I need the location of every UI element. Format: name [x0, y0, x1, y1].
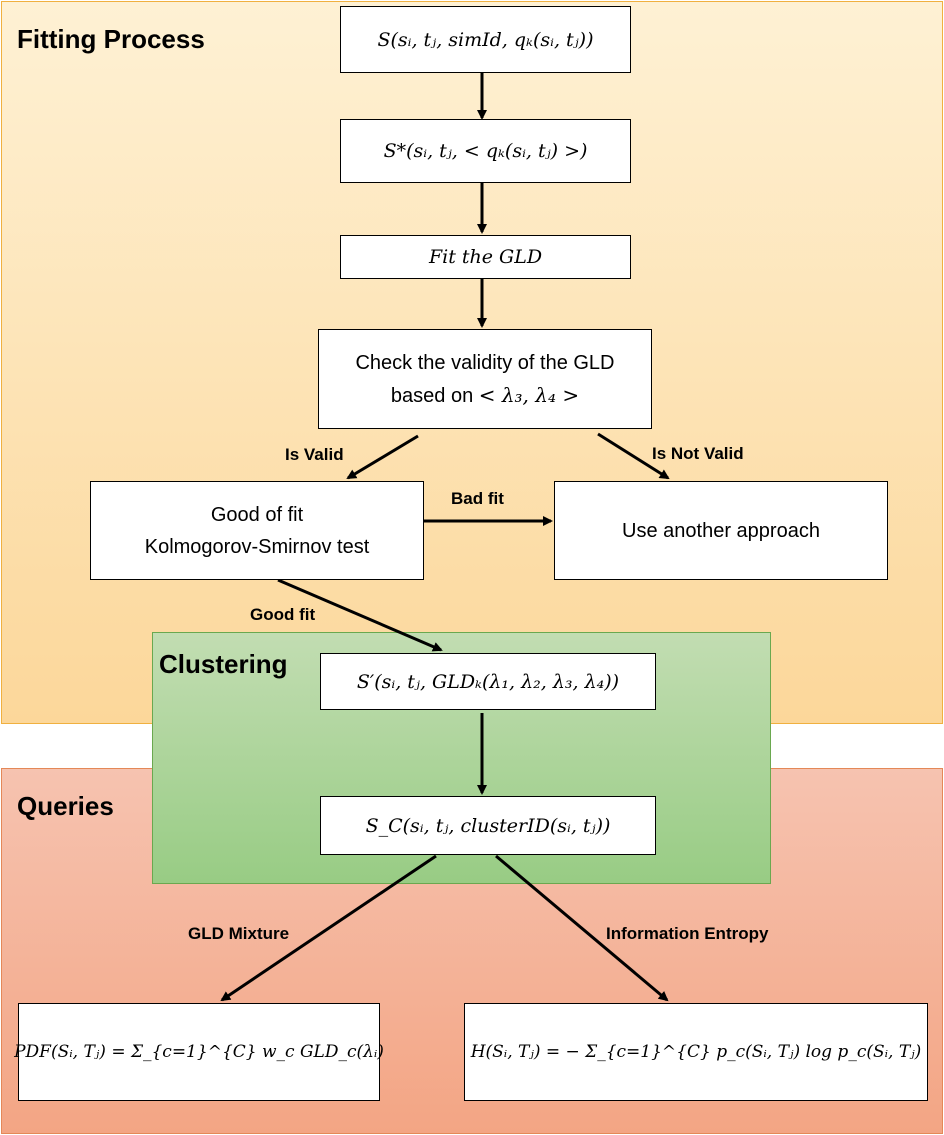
arrow-check-to-gof [346, 434, 419, 480]
pdf-mixture-node: PDF(Sᵢ, Tⱼ) = Σ_{c=1}^{C} w_c GLD_c(λᵢ) [14, 1003, 384, 1101]
gld-mixture-label: GLD Mixture [188, 924, 290, 943]
bad-fit-label: Bad fit [451, 489, 504, 508]
cluster-id-formula: S_C(sᵢ, tⱼ, clusterID(sᵢ, tⱼ)) [365, 814, 611, 837]
another-approach-label: Use another approach [622, 519, 820, 542]
fit-gld-label: Fit the GLD [428, 246, 543, 268]
arrow-check-to-another [597, 432, 670, 480]
arrow-cluster-id-to-pdf [220, 854, 437, 1002]
clustering-title: Clustering [159, 649, 288, 679]
aggregated-quantiles-node: S*(sᵢ, tⱼ, < qₖ(sᵢ, tⱼ) >) [340, 119, 631, 183]
entropy-formula: H(Sᵢ, Tⱼ) = − Σ_{c=1}^{C} p_c(Sᵢ, Tⱼ) lo… [470, 1042, 922, 1062]
check-validity-line1: Check the validity of the GLD [355, 351, 615, 374]
is-not-valid-label: Is Not Valid [652, 444, 744, 463]
information-entropy-label: Information Entropy [606, 924, 769, 943]
good-fit-label: Good fit [250, 605, 316, 624]
raw-simulation-node: S(sᵢ, tⱼ, simId, qₖ(sᵢ, tⱼ)) [340, 6, 631, 73]
fit-gld-node: Fit the GLD [340, 235, 631, 279]
goodness-of-fit-node: Good of fit Kolmogorov-Smirnov test [90, 481, 424, 580]
entropy-node: H(Sᵢ, Tⱼ) = − Σ_{c=1}^{C} p_c(Sᵢ, Tⱼ) lo… [464, 1003, 928, 1101]
check-validity-based-on: based on [390, 384, 474, 407]
is-valid-label: Is Valid [285, 445, 344, 464]
arrow-cluster-id-to-entropy [495, 854, 669, 1002]
raw-simulation-formula: S(sᵢ, tⱼ, simId, qₖ(sᵢ, tⱼ)) [377, 28, 594, 51]
cluster-id-node: S_C(sᵢ, tⱼ, clusterID(sᵢ, tⱼ)) [320, 796, 656, 855]
check-validity-node: Check the validity of the GLD based on <… [318, 329, 652, 429]
gld-parameters-formula: S′(sᵢ, tⱼ, GLDₖ(λ₁, λ₂, λ₃, λ₄)) [356, 670, 620, 693]
pdf-mixture-formula: PDF(Sᵢ, Tⱼ) = Σ_{c=1}^{C} w_c GLD_c(λᵢ) [14, 1042, 384, 1062]
check-validity-line2: based on < λ₃, λ₄ > [391, 379, 579, 412]
gld-parameters-node: S′(sᵢ, tⱼ, GLDₖ(λ₁, λ₂, λ₃, λ₄)) [320, 653, 656, 710]
another-approach-node: Use another approach [554, 481, 888, 580]
queries-title: Queries [17, 791, 114, 821]
goodness-of-fit-line1: Good of fit [210, 503, 304, 526]
goodness-of-fit-line2: Kolmogorov-Smirnov test [144, 535, 370, 558]
aggregated-quantiles-formula: S*(sᵢ, tⱼ, < qₖ(sᵢ, tⱼ) >) [383, 140, 588, 162]
check-validity-lambda-pair: < λ₃, λ₄ > [478, 382, 580, 407]
arrow-gof-to-gld-params [277, 578, 443, 652]
fitting-process-title: Fitting Process [17, 24, 205, 54]
